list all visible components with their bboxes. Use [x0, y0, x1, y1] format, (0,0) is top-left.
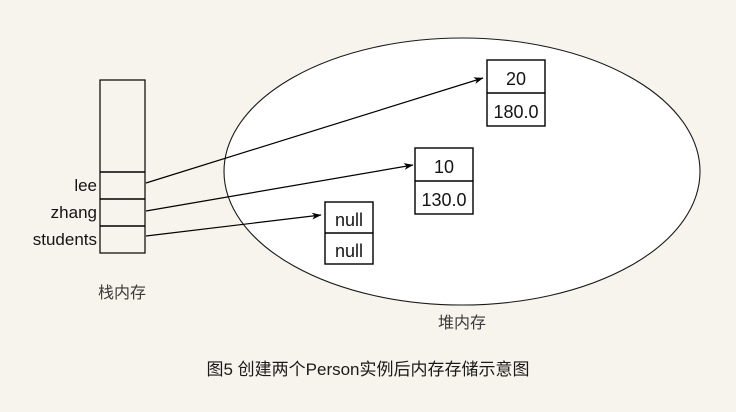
figure-caption: 图5 创建两个Person实例后内存存储示意图 — [206, 360, 529, 379]
reference-arrow-lee-to-person — [145, 77, 484, 184]
stack-region-boundary — [99, 79, 146, 254]
stack-region-label: 栈内存 — [98, 284, 146, 302]
heap-object-person-lee-field-height: 180.0 — [493, 102, 538, 122]
reference-arrow-zhang-to-person — [145, 163, 414, 212]
stack-variable-label-lee: lee — [74, 176, 97, 195]
heap-object-person-zhang-field-age: 10 — [434, 157, 454, 177]
stack-variable-label-students: students — [33, 230, 97, 249]
stack-variable-label-zhang: zhang — [51, 203, 97, 222]
heap-object-students-array-slot-0: null — [335, 210, 363, 230]
heap-region-label: 堆内存 — [438, 314, 486, 332]
heap-object-students-array-slot-1: null — [335, 241, 363, 261]
heap-object-person-lee-field-age: 20 — [506, 69, 526, 89]
reference-arrow-students-to-array — [145, 212, 322, 237]
heap-object-person-zhang-field-height: 130.0 — [421, 190, 466, 210]
